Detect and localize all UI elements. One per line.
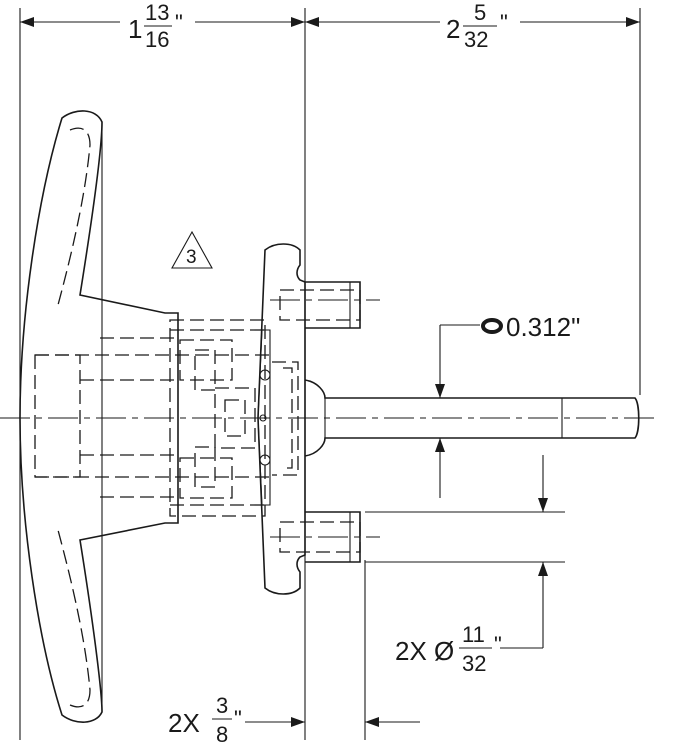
bolt-hole-unit: ": [494, 632, 502, 657]
diameter-symbol-icon: [481, 318, 503, 334]
bolt-hole-num: 11: [462, 622, 485, 647]
bolt-offset-dimension: 2X 3 8 ": [168, 693, 420, 747]
bolt-offset-den: 8: [216, 722, 228, 747]
bolt-hole-den: 32: [462, 651, 486, 676]
dim-whole-right: 2: [446, 14, 460, 44]
dim-whole-left: 1: [128, 14, 142, 44]
top-dimension-left: [20, 17, 305, 27]
dim-unit-right: ": [500, 10, 508, 35]
bolt-offset-num: 3: [216, 693, 228, 718]
dim-den-left: 16: [145, 27, 169, 52]
shaft-diameter-value: 0.312": [506, 312, 580, 342]
upper-stud: [270, 281, 380, 329]
dim-num-right: 5: [474, 0, 486, 25]
note-triangle-callout: 3: [171, 230, 213, 269]
lower-stud: [270, 511, 380, 563]
dim-den-right: 32: [464, 27, 488, 52]
mounting-flange: [257, 243, 306, 595]
handle-grip: [19, 110, 179, 723]
bolt-offset-unit: ": [234, 706, 242, 731]
shaft-diameter-dimension: 0.312": [435, 312, 580, 498]
dim-overall-left: 1 13 16 ": [128, 0, 183, 52]
bolt-offset-prefix: 2X: [168, 708, 200, 738]
dim-overall-right: 2 5 32 ": [446, 0, 508, 52]
bolt-hole-prefix: 2X Ø: [395, 636, 454, 666]
dim-unit-left: ": [175, 10, 183, 35]
top-dimension-right: [305, 17, 640, 27]
shaft: [304, 379, 640, 457]
extension-lines: [19, 8, 641, 740]
hub-hidden-lines: [34, 319, 270, 517]
bolt-hole-dimension: 2X Ø 11 32 ": [395, 455, 548, 676]
dim-num-left: 13: [145, 0, 169, 25]
note-number: 3: [186, 247, 197, 268]
